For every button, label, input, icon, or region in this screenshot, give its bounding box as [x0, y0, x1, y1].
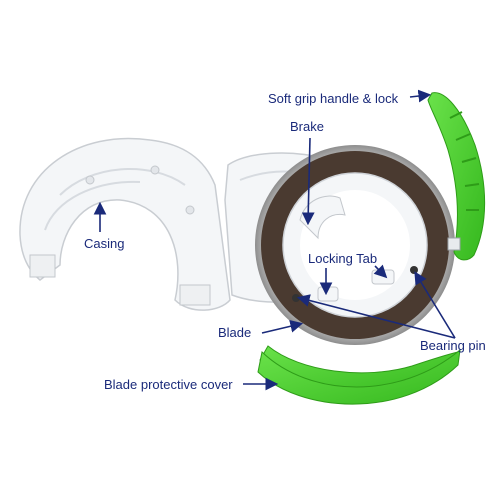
blade-ring: [255, 145, 455, 345]
label-brake: Brake: [290, 119, 324, 134]
arrow-bearing-pin-left: [296, 294, 456, 339]
arrow-locking-tab-2: [373, 264, 388, 279]
casing-left: [19, 137, 231, 311]
brake-part: [299, 195, 346, 240]
label-casing: Casing: [84, 236, 124, 251]
blade-protective-cover: [257, 345, 461, 405]
label-blade: Blade: [218, 325, 251, 340]
arrow-blade: [261, 319, 304, 334]
label-handle: Soft grip handle & lock: [268, 91, 399, 106]
arrow-brake: [301, 137, 315, 226]
label-bearing-pin: Bearing pin: [420, 338, 486, 353]
bearing-pin-left: [292, 294, 300, 302]
label-locking-tab: Locking Tab: [308, 251, 377, 266]
label-cover: Blade protective cover: [104, 377, 233, 392]
arrow-bearing-pin-right: [414, 271, 456, 339]
bearing-pin-right: [410, 266, 418, 274]
arrow-handle: [409, 89, 432, 103]
soft-grip-handle: [427, 92, 486, 261]
